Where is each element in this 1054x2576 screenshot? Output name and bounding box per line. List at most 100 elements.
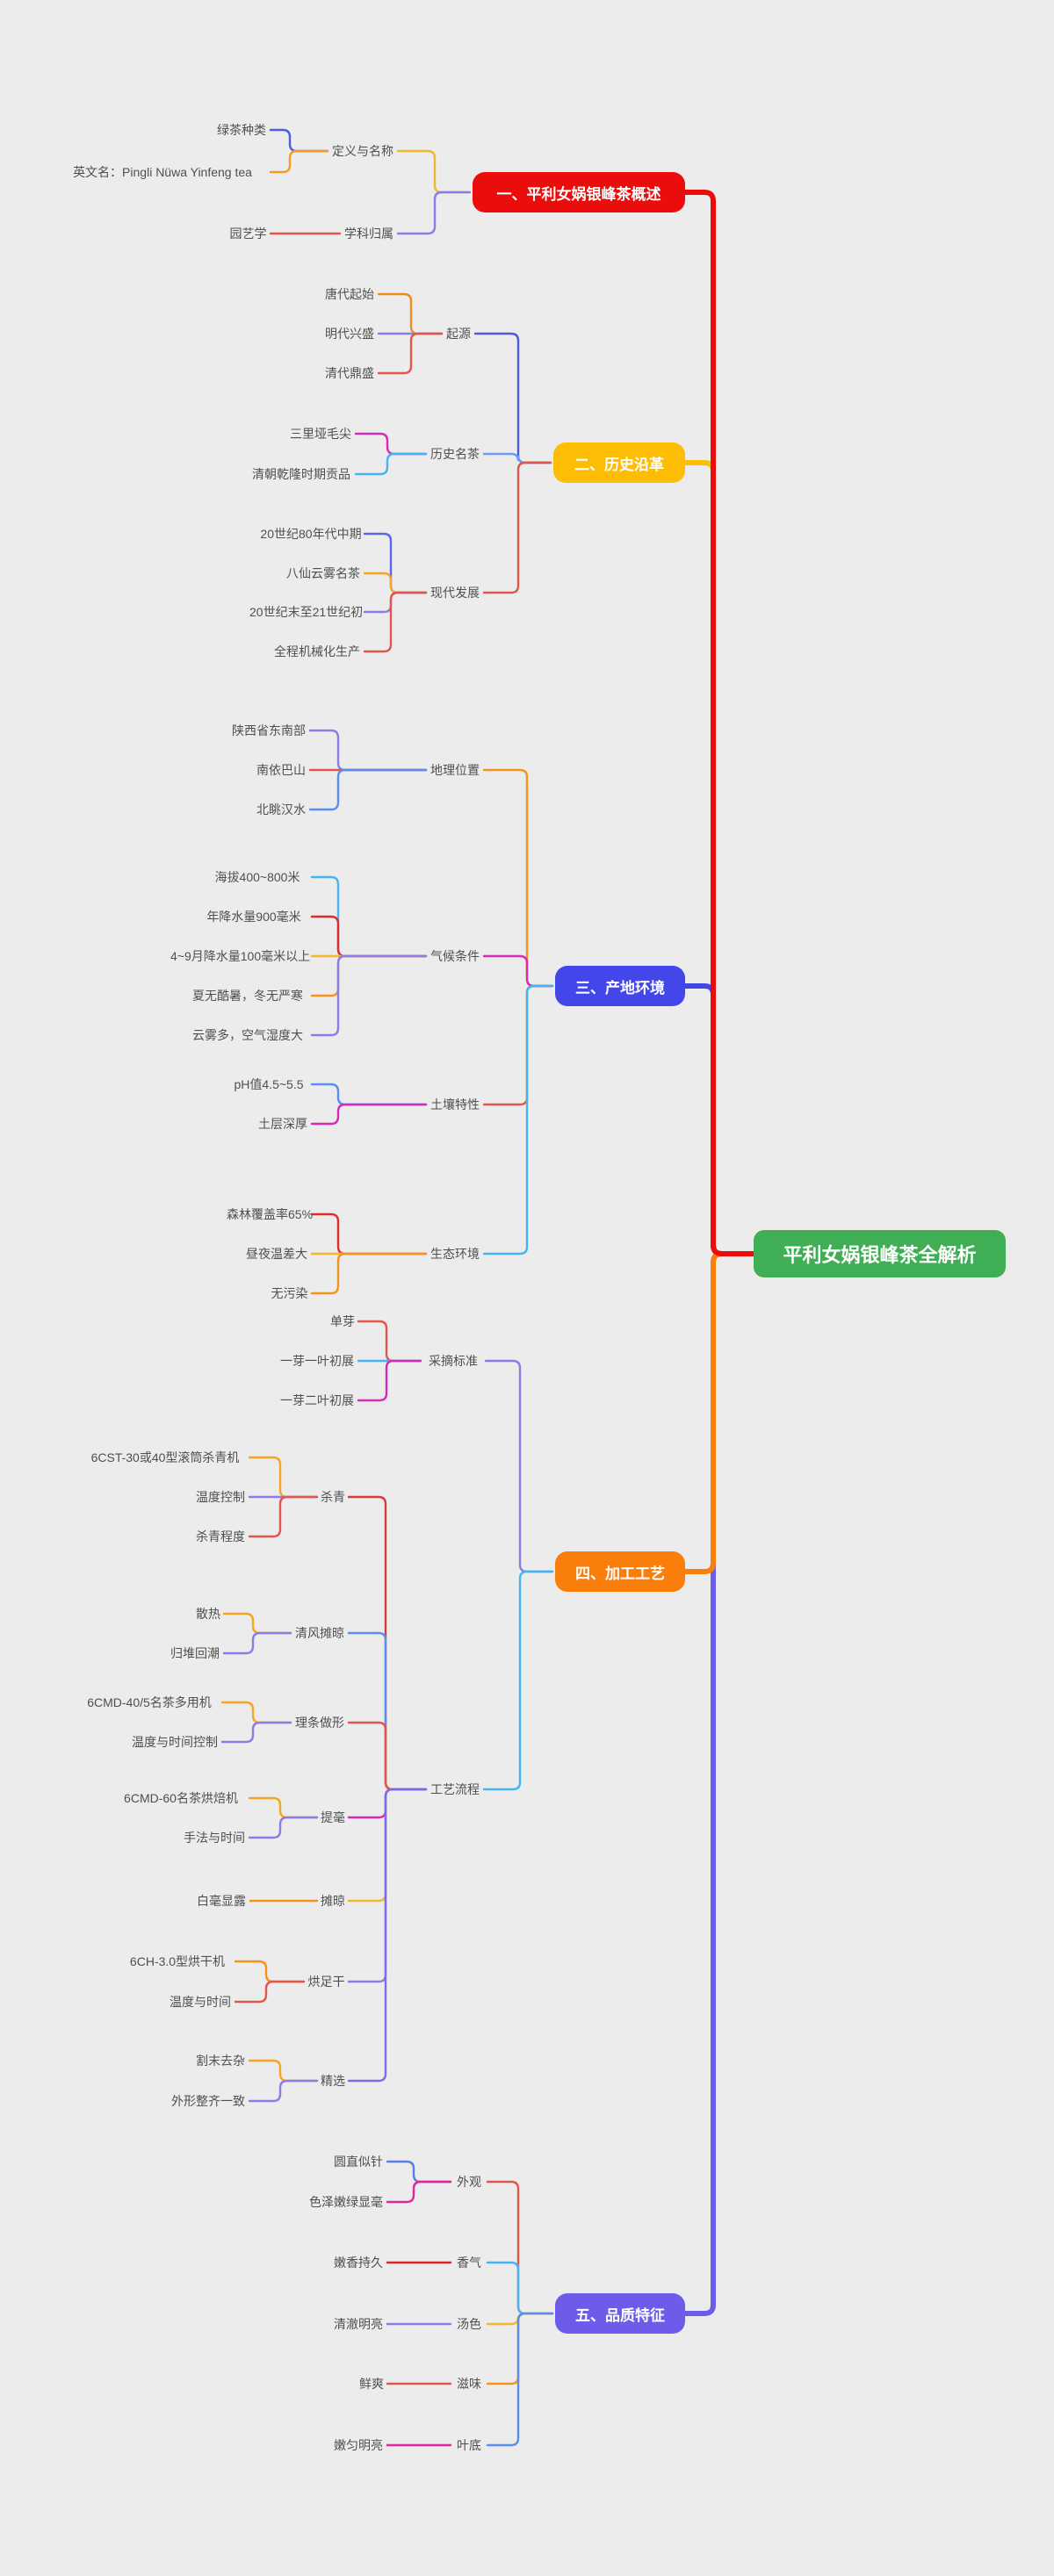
node-label[interactable]: 色泽嫩绿显毫 [309, 2195, 383, 2209]
node-label[interactable]: 云雾多，空气湿度大 [192, 1028, 303, 1042]
edge [248, 2079, 319, 2103]
edge [347, 1721, 428, 1791]
edge [482, 768, 554, 988]
node-label[interactable]: 温度与时间控制 [132, 1735, 218, 1749]
branch-node[interactable]: 二、历史沿革 [553, 443, 685, 483]
node-label[interactable]: 北眺汉水 [256, 802, 306, 817]
node-label[interactable]: 现代发展 [430, 586, 480, 600]
edge [347, 1788, 428, 2083]
node-label[interactable]: 英文名：Pingli Nüwa Yinfeng tea [73, 165, 252, 179]
edge [377, 292, 444, 335]
node-label[interactable]: 精选 [321, 2074, 345, 2088]
node-label[interactable]: 外形整齐一致 [171, 2094, 245, 2108]
node-label[interactable]: 起源 [446, 327, 471, 341]
edge [363, 532, 428, 594]
node-label[interactable]: 散热 [196, 1607, 220, 1621]
node-label[interactable]: 绿茶种类 [217, 123, 266, 137]
node-label[interactable]: 滋味 [457, 2377, 481, 2391]
node-label[interactable]: 学科归属 [344, 227, 393, 241]
root-node[interactable]: 平利女娲银峰茶全解析 [754, 1230, 1006, 1277]
node-label[interactable]: 地理位置 [430, 763, 480, 777]
node-label[interactable]: 工艺流程 [430, 1782, 480, 1796]
edge [482, 452, 552, 464]
node-label[interactable]: 年降水量900毫米 [206, 910, 301, 924]
node-label[interactable]: 烘足干 [307, 1975, 345, 1989]
node-label[interactable]: 圆直似针 [334, 2155, 383, 2169]
edge [482, 954, 554, 988]
node-label[interactable]: 清代鼎盛 [325, 366, 374, 380]
node-label[interactable]: pH值4.5~5.5 [234, 1077, 304, 1091]
node-label[interactable]: 土层深厚 [258, 1117, 307, 1131]
node-label[interactable]: 手法与时间 [184, 1831, 245, 1845]
node-label[interactable]: 明代兴盛 [325, 327, 374, 341]
edge [347, 1631, 428, 1791]
node-label[interactable]: 单芽 [330, 1314, 355, 1328]
edge [248, 1456, 319, 1499]
node-label[interactable]: 归堆回潮 [170, 1646, 220, 1660]
node-label[interactable]: 清风摊晾 [295, 1626, 344, 1640]
node-label[interactable]: 嫩香持久 [334, 2256, 383, 2270]
node-label[interactable]: 南依巴山 [256, 763, 306, 777]
node-label[interactable]: 香气 [457, 2256, 481, 2270]
node-label[interactable]: 20世纪末至21世纪初 [249, 605, 364, 619]
node-label[interactable]: 无污染 [271, 1286, 308, 1300]
edge [682, 190, 756, 1256]
edge [486, 2312, 554, 2447]
node-label[interactable]: 6CMD-40/5名茶多用机 [87, 1695, 212, 1709]
branch-node[interactable]: 三、产地环境 [555, 966, 685, 1006]
branch-node[interactable]: 四、加工工艺 [555, 1551, 685, 1592]
node-label[interactable]: 6CH-3.0型烘干机 [129, 1954, 226, 1968]
branch-node[interactable]: 一、平利女娲银峰茶概述 [473, 172, 685, 212]
edge [363, 572, 428, 594]
node-label[interactable]: 叶底 [457, 2438, 481, 2452]
node-label[interactable]: 温度与时间 [170, 1995, 231, 2009]
node-label[interactable]: 杀青程度 [196, 1529, 245, 1543]
edge [363, 591, 428, 653]
node-label[interactable]: 历史名茶 [430, 447, 480, 461]
node-label[interactable]: 汤色 [457, 2317, 481, 2331]
node-label[interactable]: 海拔400~800米 [214, 870, 300, 884]
node-label[interactable]: 夏无酷暑，冬无严寒 [192, 989, 303, 1003]
edge [357, 1359, 422, 1402]
node-label[interactable]: 定义与名称 [332, 144, 393, 158]
node-label[interactable]: 杀青 [321, 1490, 345, 1504]
node-label[interactable]: 八仙云雾名茶 [286, 566, 360, 580]
node-label[interactable]: 外观 [457, 2175, 481, 2189]
node-label[interactable]: 温度控制 [196, 1490, 245, 1504]
node-label[interactable]: 6CMD-60名茶烘焙机 [124, 1791, 238, 1805]
node-label[interactable]: 森林覆盖率65% [227, 1207, 314, 1221]
node-label[interactable]: 清澈明亮 [334, 2317, 383, 2331]
edge [482, 984, 554, 1106]
node-label[interactable]: 提毫 [321, 1810, 345, 1824]
edge [310, 1212, 428, 1256]
node-label[interactable]: 20世纪80年代中期 [260, 527, 362, 541]
node-label[interactable]: 一芽二叶初展 [280, 1393, 354, 1407]
node-label[interactable]: 全程机械化生产 [274, 644, 360, 658]
edge [248, 1816, 319, 1839]
node-label[interactable]: 生态环境 [430, 1247, 480, 1261]
edge [682, 460, 756, 1256]
edge [310, 954, 428, 997]
node-label[interactable]: 一芽一叶初展 [280, 1354, 354, 1368]
node-label[interactable]: 清朝乾隆时期贡品 [252, 467, 350, 481]
node-label[interactable]: 土壤特性 [430, 1097, 480, 1112]
node-label[interactable]: 嫩匀明亮 [334, 2438, 383, 2452]
node-label[interactable]: 割末去杂 [196, 2054, 245, 2068]
node-label[interactable]: 4~9月降水量100毫米以上 [170, 949, 311, 963]
node-label[interactable]: 园艺学 [229, 227, 267, 241]
node-label[interactable]: 6CST-30或40型滚筒杀青机 [90, 1450, 240, 1464]
edge [396, 191, 472, 235]
node-label[interactable]: 昼夜温差大 [246, 1247, 307, 1261]
node-label[interactable]: 陕西省东南部 [232, 723, 306, 738]
node-label[interactable]: 采摘标准 [429, 1354, 478, 1368]
branch-node[interactable]: 五、品质特征 [555, 2293, 685, 2334]
node-label[interactable]: 摊晾 [321, 1894, 345, 1908]
node-label[interactable]: 白毫显露 [197, 1894, 246, 1908]
node-label[interactable]: 唐代起始 [325, 287, 374, 301]
node-label[interactable]: 理条做形 [295, 1716, 344, 1730]
node-label[interactable]: 气候条件 [430, 949, 480, 963]
node-label[interactable]: 三里垭毛尖 [290, 427, 351, 441]
node-label[interactable]: 鲜爽 [359, 2377, 384, 2391]
